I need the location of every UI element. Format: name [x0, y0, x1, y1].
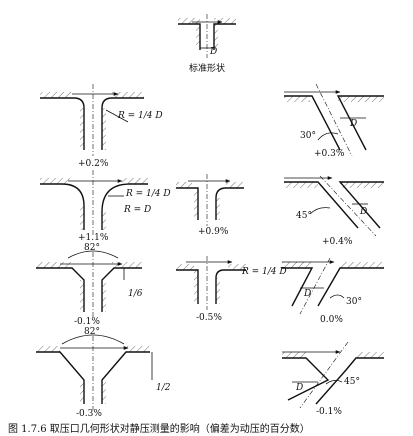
diagram-countersink-82-large: 82° 1/2 -0.3% — [36, 327, 171, 419]
deviation-g: -0.5% — [196, 313, 222, 323]
figure-caption: 图 1.7.6 取压口几何形状对静压测量的影响（偏差为动压的百分数） — [8, 422, 310, 435]
deviation-b: +0.3% — [314, 149, 345, 159]
angle-30-label: 30° — [346, 297, 362, 307]
diagram-rounded-quarter: R = 1/4 D +0.2% — [40, 84, 163, 169]
angle-45-label: 45° — [344, 377, 360, 387]
angle-30-label: 30° — [300, 131, 316, 141]
r-d-label: R = D — [123, 205, 151, 215]
deviation-e: +0.4% — [322, 237, 353, 247]
dim-d-label: D — [303, 289, 311, 299]
diagram-angled-45-reverse: D 45° -0.1% — [282, 341, 384, 417]
frac-1-6-label: 1/6 — [128, 289, 143, 299]
r-quarter-label: R = 1/4 D — [125, 189, 171, 199]
angle-82-label: 82° — [84, 327, 100, 337]
diagram-countersink-82-small: 82° 1/6 -0.1% — [36, 243, 143, 327]
diagram-angled-45: D 45° +0.4% — [284, 175, 384, 247]
diagram-single-round: +0.9% — [176, 174, 244, 237]
diagram-standard-shape: D 标准形状 — [178, 14, 236, 74]
diagram-rounded-large: R = 1/4 D R = D +1.1% — [40, 170, 171, 243]
r-label: R = 1/4 D — [241, 267, 287, 277]
deviation-j: -0.1% — [316, 407, 342, 417]
deviation-h: 0.0% — [320, 315, 343, 325]
standard-shape-label: 标准形状 — [189, 62, 225, 74]
dim-d-label: D — [295, 383, 303, 393]
diagram-angled-30: D 30° +0.3% — [284, 83, 384, 159]
dim-d-label: D — [359, 207, 367, 217]
deviation-d: +0.9% — [198, 227, 229, 237]
deviation-c: +1.1% — [78, 233, 109, 243]
diagram-small-bevel: R = 1/4 D -0.5% — [176, 256, 287, 323]
deviation-i: -0.3% — [76, 409, 102, 419]
deviation-f: -0.1% — [74, 317, 100, 327]
deviation-a: +0.2% — [78, 159, 109, 169]
dim-d-label: D — [349, 119, 357, 129]
angle-82-label: 82° — [84, 243, 100, 253]
diagram-angled-30-reverse: D 30° 0.0% — [282, 257, 384, 325]
dim-d-label: D — [209, 47, 217, 57]
frac-1-2-label: 1/2 — [156, 383, 171, 393]
angle-45-label: 45° — [296, 211, 312, 221]
r-label: R = 1/4 D — [117, 111, 163, 121]
